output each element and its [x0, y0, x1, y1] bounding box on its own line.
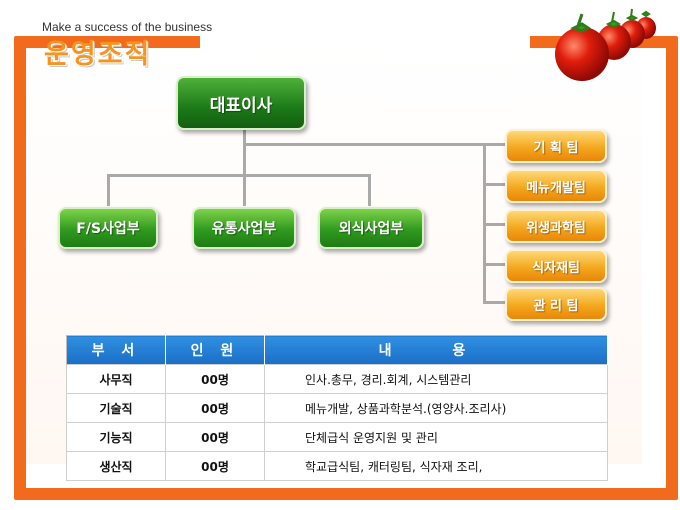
connector-departments-horizontal — [107, 174, 371, 177]
connector-dept-3 — [368, 174, 371, 206]
table-row: 사무직 00명 인사.총무, 경리.회계, 시스템관리 — [66, 364, 608, 394]
connector-dept-2 — [243, 174, 246, 206]
row-department: 기능직 — [66, 422, 166, 452]
row-content: 인사.총무, 경리.회계, 시스템관리 — [264, 364, 608, 394]
team-menu-development: 메뉴개발팀 — [505, 169, 607, 203]
department-foodservice: 외식사업부 — [318, 207, 424, 249]
team-planning: 기 획 팀 — [505, 129, 607, 163]
team-management: 관 리 팀 — [505, 287, 607, 321]
row-department: 생산직 — [66, 451, 166, 481]
connector-teams-horizontal — [243, 143, 485, 146]
row-count: 00명 — [165, 422, 265, 452]
connector-dept-1 — [107, 174, 110, 206]
row-content: 메뉴개발, 상품과학분석.(영양사.조리사) — [264, 393, 608, 423]
row-department: 기술직 — [66, 393, 166, 423]
ceo-box: 대표이사 — [176, 76, 306, 130]
tagline: Make a success of the business — [42, 20, 213, 34]
table-header-row: 부 서 인 원 내 용 — [66, 335, 608, 365]
row-count: 00명 — [165, 451, 265, 481]
connector-team-4 — [483, 263, 505, 266]
row-count: 00명 — [165, 393, 265, 423]
row-content: 단체급식 운영지원 및 관리 — [264, 422, 608, 452]
row-department: 사무직 — [66, 364, 166, 394]
department-distribution: 유통사업부 — [192, 207, 296, 249]
row-content: 학교급식팀, 캐터링팀, 식자재 조리, — [264, 451, 608, 481]
row-count: 00명 — [165, 364, 265, 394]
tomato-icon — [555, 8, 656, 81]
connector-ceo-vertical — [243, 128, 246, 175]
table-row: 생산직 00명 학교급식팀, 캐터링팀, 식자재 조리, — [66, 451, 608, 481]
team-ingredients: 식자재팀 — [505, 249, 607, 283]
connector-team-1 — [483, 143, 505, 146]
page-title: 운영조직 — [44, 39, 152, 70]
table-row: 기술직 00명 메뉴개발, 상품과학분석.(영양사.조리사) — [66, 393, 608, 423]
team-hygiene-science: 위생과학팀 — [505, 209, 607, 243]
table-row: 기능직 00명 단체급식 운영지원 및 관리 — [66, 422, 608, 452]
header-department: 부 서 — [66, 335, 166, 365]
header-staff-count: 인 원 — [165, 335, 265, 365]
department-fs: F/S사업부 — [58, 207, 158, 249]
frame-gap — [200, 30, 530, 50]
connector-team-2 — [483, 183, 505, 186]
staff-table: 부 서 인 원 내 용 사무직 00명 인사.총무, 경리.회계, 시스템관리 … — [66, 335, 608, 481]
connector-team-5 — [483, 301, 505, 304]
header-content: 내 용 — [264, 335, 608, 365]
connector-team-3 — [483, 223, 505, 226]
